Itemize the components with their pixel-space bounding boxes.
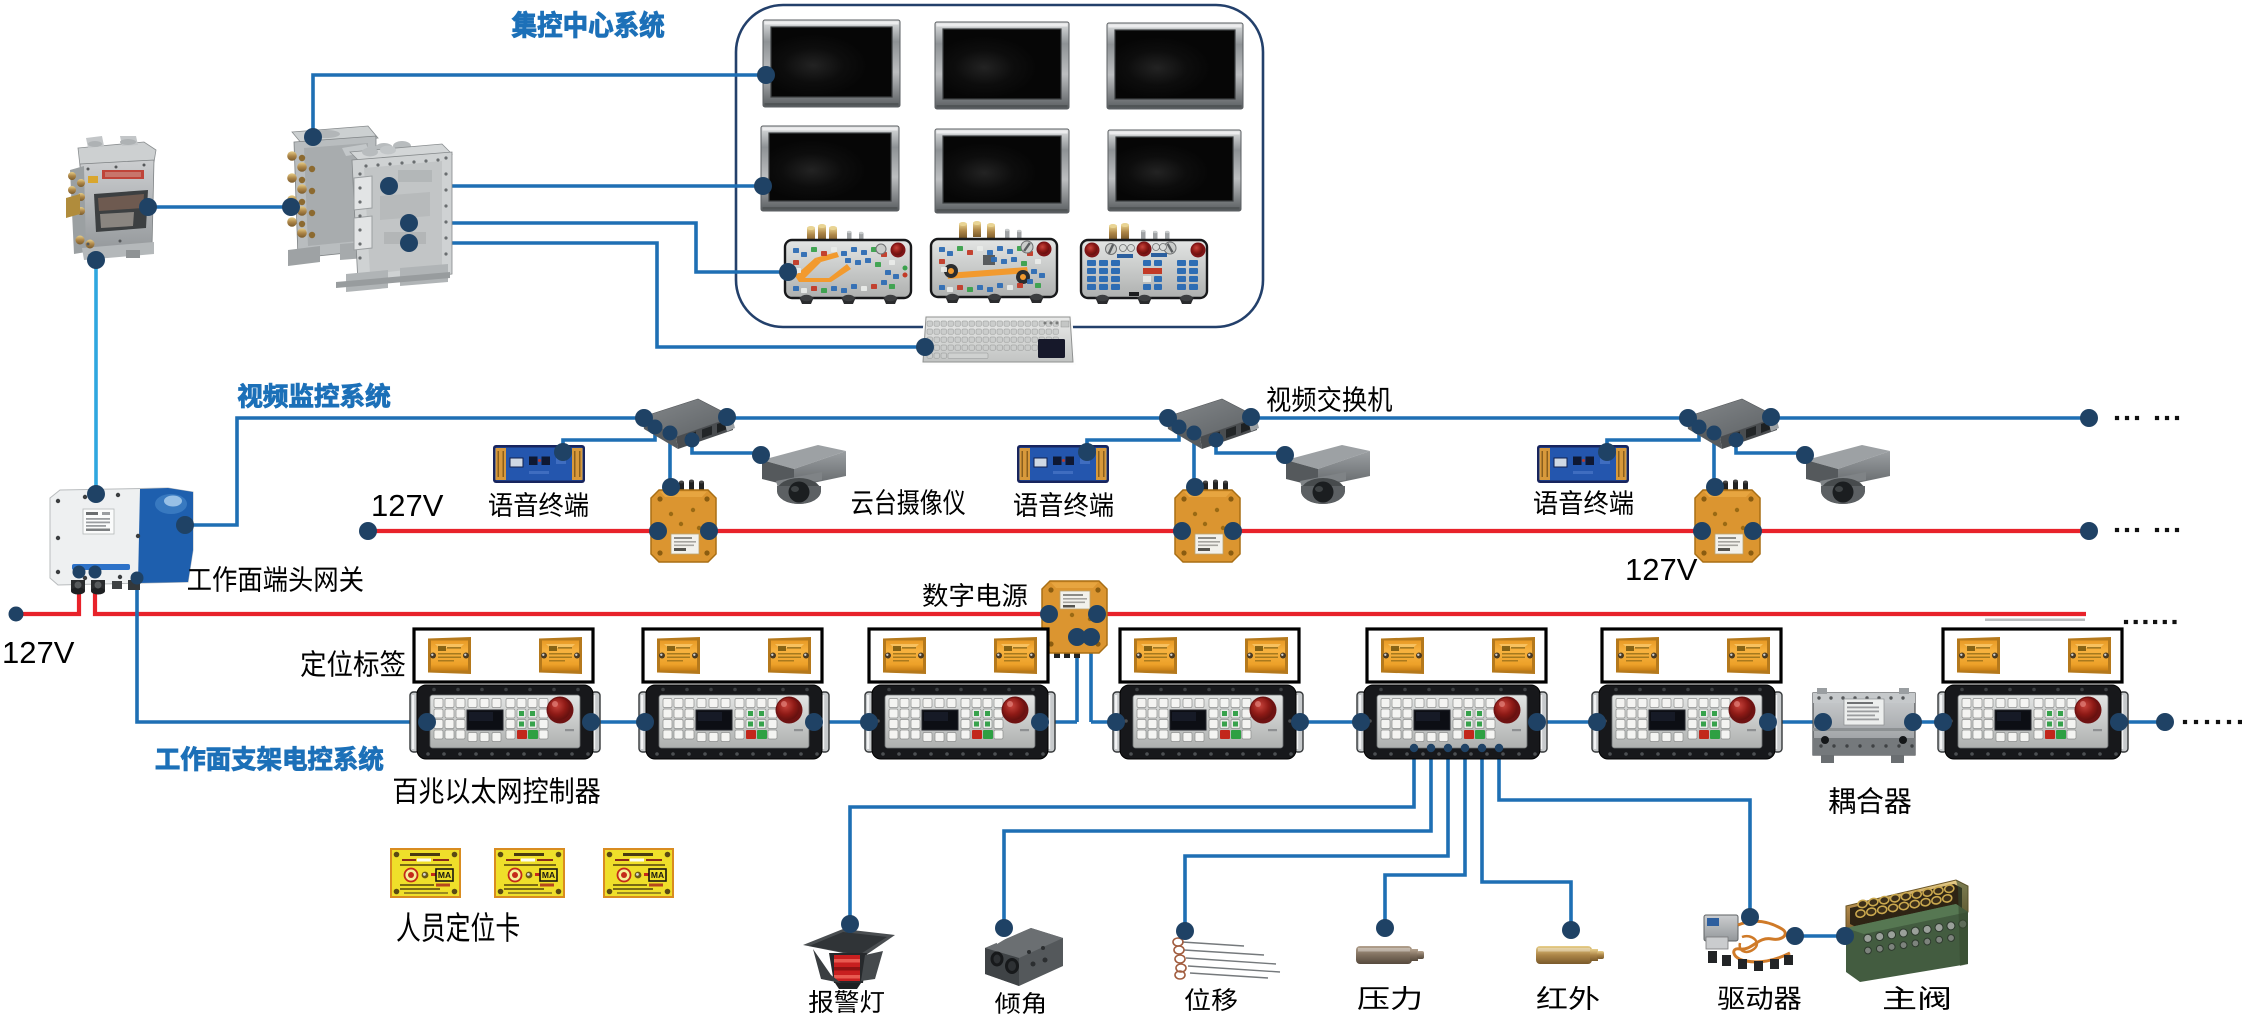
svg-text:127V: 127V: [2, 635, 75, 670]
svg-text:127V: 127V: [371, 488, 444, 523]
svg-text:127V: 127V: [1625, 552, 1698, 587]
svg-text:MA: MA: [542, 870, 555, 880]
svg-text:MA: MA: [651, 870, 664, 880]
svg-text:MA: MA: [438, 870, 451, 880]
